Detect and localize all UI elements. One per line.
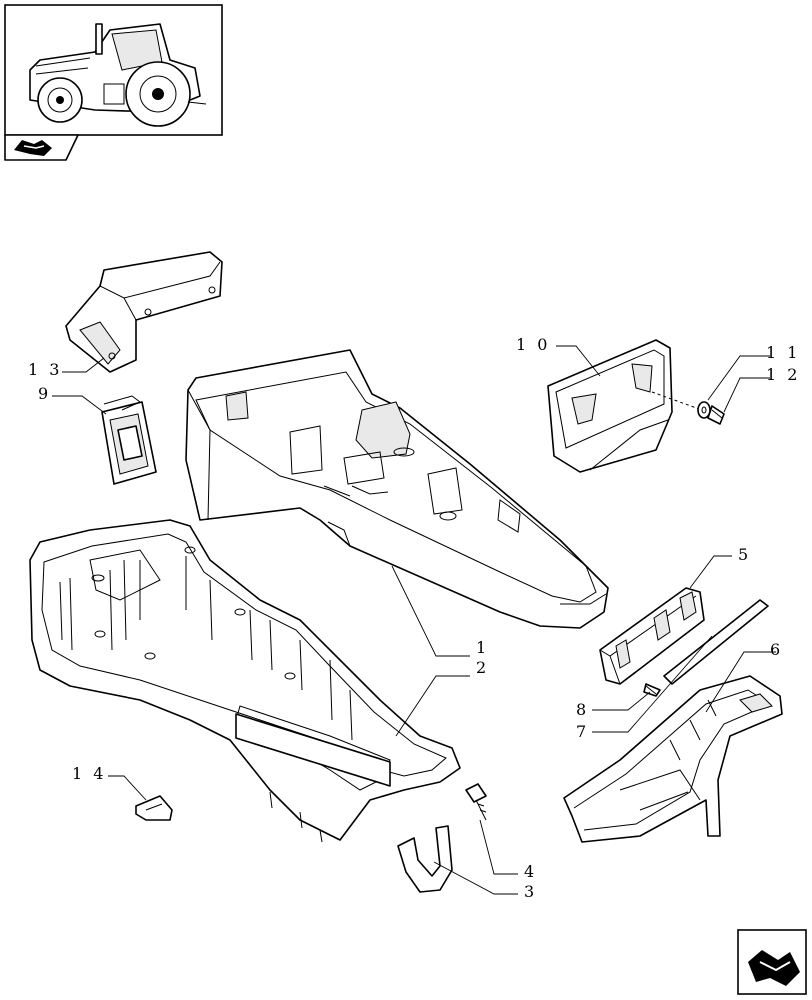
part-13-bracket <box>65 251 223 373</box>
part-12-screw <box>707 405 725 425</box>
callout-3: 3 <box>524 882 537 901</box>
next-page-arrow-icon <box>748 950 800 986</box>
callout-1: 1 <box>476 638 489 657</box>
callout-7: 7 <box>576 722 589 741</box>
folder-arrow-icon <box>14 140 52 156</box>
part-2-lower-housing <box>29 519 461 843</box>
callout-4: 4 <box>524 862 537 881</box>
part-4-screw <box>465 783 487 821</box>
part-6-support <box>563 675 783 843</box>
callout-10: 1 0 <box>516 335 550 354</box>
callout-13: 1 3 <box>28 360 62 379</box>
callouts: 1 2 3 4 5 6 7 8 9 1 0 1 1 1 2 1 3 1 4 <box>28 335 800 901</box>
part-14-clip <box>135 795 173 821</box>
part-5-block <box>599 587 705 685</box>
callout-12: 1 2 <box>766 365 800 384</box>
part-9-clip <box>101 395 157 485</box>
callout-6: 6 <box>770 640 783 659</box>
callout-9: 9 <box>38 384 51 403</box>
part-7-rod <box>663 599 769 685</box>
leader-lines <box>52 345 776 895</box>
callout-5: 5 <box>738 545 751 564</box>
part-8-screw <box>643 683 661 697</box>
part-10-cover <box>547 339 673 473</box>
next-page-button[interactable] <box>737 929 807 995</box>
callout-11: 1 1 <box>766 343 800 362</box>
callout-2: 2 <box>476 658 489 677</box>
callout-14: 1 4 <box>72 764 106 783</box>
tractor-icon <box>29 23 207 127</box>
part-3-clip <box>397 825 453 893</box>
part-1-upper-housing <box>185 349 609 629</box>
callout-8: 8 <box>576 700 589 719</box>
tractor-thumbnail <box>4 4 223 161</box>
